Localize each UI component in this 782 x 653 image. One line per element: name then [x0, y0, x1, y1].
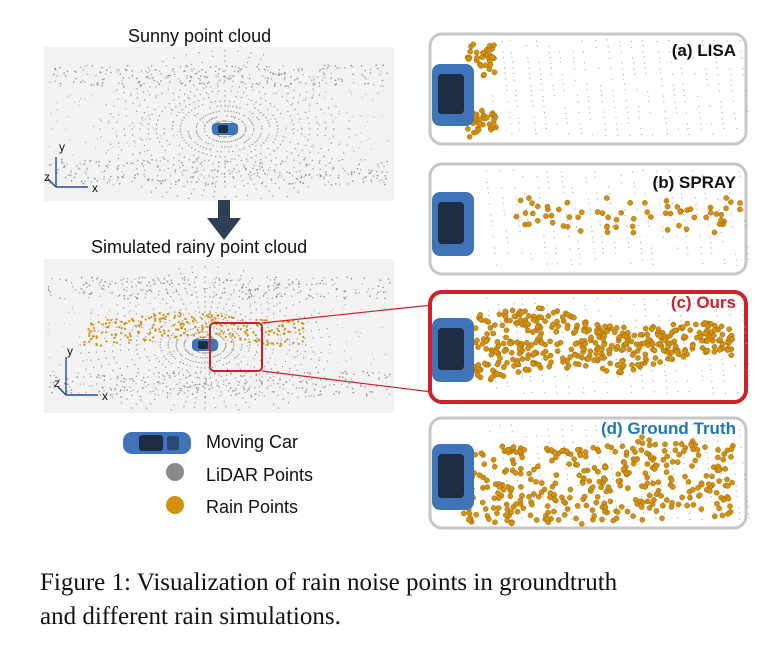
- car-icon: [432, 318, 474, 382]
- axis-y-label: y: [59, 140, 65, 154]
- axes-icon: [57, 357, 98, 396]
- axis-y-label: y: [67, 344, 73, 358]
- lidar-points: [47, 266, 391, 411]
- highlight-box: [209, 322, 263, 372]
- car-icon: [432, 64, 474, 126]
- panel-d-ground-truth: (d) Ground Truth: [428, 416, 750, 530]
- sunny-title: Sunny point cloud: [128, 26, 272, 46]
- ego-car-icon: [192, 339, 218, 351]
- legend: Moving Car LiDAR Points Rain Points: [118, 426, 418, 526]
- down-arrow-icon: [207, 200, 241, 240]
- axis-z-label: z: [44, 170, 50, 184]
- lidar-points: [47, 50, 389, 200]
- panel-a-label: (a) LISA: [672, 41, 736, 60]
- panel-c-ours: (c) Ours: [428, 290, 750, 404]
- axes-icon: [47, 157, 88, 188]
- gray-dot-icon: [166, 463, 184, 481]
- rainy-point-cloud: y z x: [44, 259, 394, 413]
- caption-line-2: and different rain simulations.: [40, 603, 341, 630]
- car-icon: [432, 192, 474, 256]
- sunny-point-cloud: y z x: [44, 47, 394, 201]
- car-icon: [432, 444, 474, 510]
- panel-a-lisa: (a) LISA: [428, 32, 750, 146]
- axis-x-label: x: [92, 181, 98, 195]
- legend-lidar-points: LiDAR Points: [206, 465, 314, 485]
- rain-points: [83, 311, 305, 348]
- legend-moving-car: Moving Car: [206, 432, 299, 452]
- figure-caption: Figure 1: Visualization of rain noise po…: [40, 566, 756, 634]
- orange-dot-icon: [166, 496, 184, 514]
- panel-b-label: (b) SPRAY: [653, 173, 737, 192]
- legend-rain-points: Rain Points: [206, 497, 299, 517]
- panel-b-spray: (b) SPRAY: [428, 162, 750, 276]
- panel-c-label: (c) Ours: [671, 293, 736, 312]
- caption-line-1: Figure 1: Visualization of rain noise po…: [40, 569, 618, 596]
- car-icon: [123, 432, 191, 454]
- panel-d-label: (d) Ground Truth: [601, 419, 736, 438]
- axis-x-label: x: [102, 389, 108, 403]
- ego-car-icon: [212, 123, 238, 135]
- axis-z-label: z: [54, 376, 60, 390]
- rainy-title: Simulated rainy point cloud: [91, 237, 308, 257]
